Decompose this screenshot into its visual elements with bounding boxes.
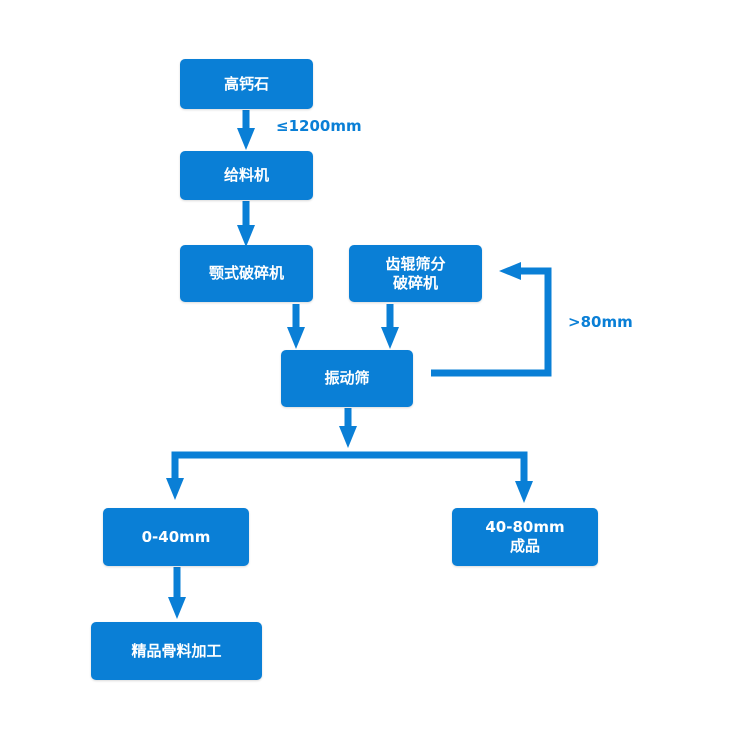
node-fine-output-label: 0-40mm [141, 527, 211, 546]
node-coarse-output-line2: 成品 [509, 537, 540, 555]
node-fine-output: 0-40mm [103, 508, 249, 566]
return-loop-screen-to-roller [431, 262, 552, 377]
node-jaw-crusher: 颚式破碎机 [180, 245, 313, 302]
node-coarse-output: 40-80mm 成品 [452, 508, 598, 566]
node-raw-material: 高钙石 [180, 59, 313, 109]
node-roller-crusher-line2: 破碎机 [392, 273, 438, 292]
node-coarse-output-line1: 40-80mm [485, 518, 565, 536]
node-feeder-label: 给料机 [223, 166, 269, 184]
node-aggregate-processing-label: 精品骨料加工 [131, 641, 222, 660]
node-vibrating-screen-label: 振动筛 [324, 369, 370, 387]
node-vibrating-screen: 振动筛 [281, 350, 413, 407]
node-feeder: 给料机 [180, 151, 313, 200]
label-oversize: >80mm [568, 313, 633, 331]
split-to-fine [166, 451, 350, 500]
node-raw-material-label: 高钙石 [223, 74, 269, 93]
node-jaw-crusher-label: 颚式破碎机 [208, 264, 284, 282]
split-to-coarse [346, 451, 533, 503]
label-feed-size: ≤1200mm [276, 117, 362, 135]
node-roller-crusher-line1: 齿辊筛分 [385, 254, 446, 273]
node-roller-crusher: 齿辊筛分 破碎机 [349, 245, 482, 302]
node-aggregate-processing: 精品骨料加工 [91, 622, 262, 680]
